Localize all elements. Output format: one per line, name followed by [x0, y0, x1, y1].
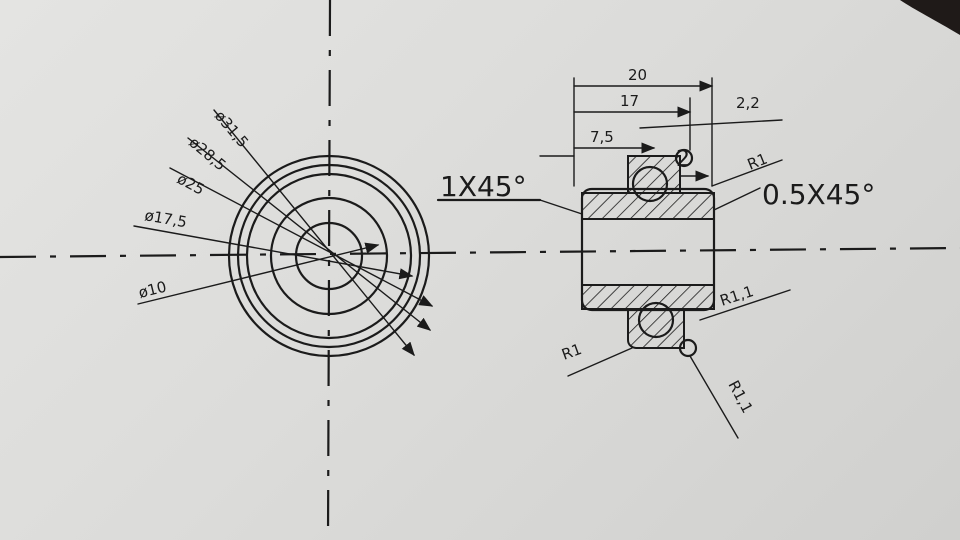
leader-17-5	[133, 225, 414, 280]
label-d28-5: ø28,5	[185, 133, 229, 174]
leader-10	[137, 242, 380, 305]
label-chamfer-right: 0.5X45°	[762, 178, 875, 211]
circle-25	[245, 172, 413, 340]
label-chamfer-left: 1X45°	[440, 170, 527, 203]
circle-28-5	[236, 163, 422, 349]
dim-line-2-2	[639, 119, 783, 129]
leader-28-5	[187, 137, 432, 331]
bottom-small-radius	[678, 338, 698, 358]
leader-25	[169, 167, 434, 307]
leader-31-5	[213, 109, 415, 357]
leader-chamfer-right	[713, 187, 761, 211]
label-d31-5: ø31,5	[211, 107, 252, 151]
leader-r1-1-right	[699, 289, 791, 321]
leader-r1-1-bottom	[689, 355, 739, 439]
front-view: ø31,5 ø28,5 ø25 ø17,5 ø10	[133, 107, 434, 358]
label-17: 17	[620, 92, 639, 110]
horizontal-centerline	[0, 246, 960, 259]
label-r1-1-right: R1,1	[718, 282, 756, 310]
leader-r1-top	[711, 159, 783, 187]
leader-chamfer-left	[539, 199, 583, 215]
circle-17-5	[269, 196, 389, 316]
label-d25: ø25	[174, 170, 207, 199]
label-20: 20	[628, 66, 647, 84]
vertical-centerline	[326, 0, 332, 540]
section-view: 20 17 2,2 7,5 2 R1 1X45° 0.5X45°	[436, 66, 875, 439]
label-2-2: 2,2	[736, 94, 760, 112]
label-d17-5: ø17,5	[143, 206, 188, 231]
upper-ring-hatch	[581, 192, 715, 220]
label-2: 2	[676, 147, 690, 172]
circle-outer-31-5	[227, 154, 431, 358]
label-7-5: 7,5	[590, 128, 614, 146]
circle-10	[294, 221, 364, 291]
top-small-radius	[674, 148, 694, 168]
label-r1-1-bottom: R1,1	[724, 377, 756, 416]
label-r1-top: R1	[745, 150, 770, 174]
top-ball	[631, 165, 669, 203]
leader-r1-bottom	[567, 347, 633, 377]
dark-corner	[900, 0, 960, 35]
bottom-ball	[637, 301, 675, 339]
label-r1-bottom: R1	[559, 340, 584, 364]
bottom-groove-housing	[627, 310, 685, 349]
